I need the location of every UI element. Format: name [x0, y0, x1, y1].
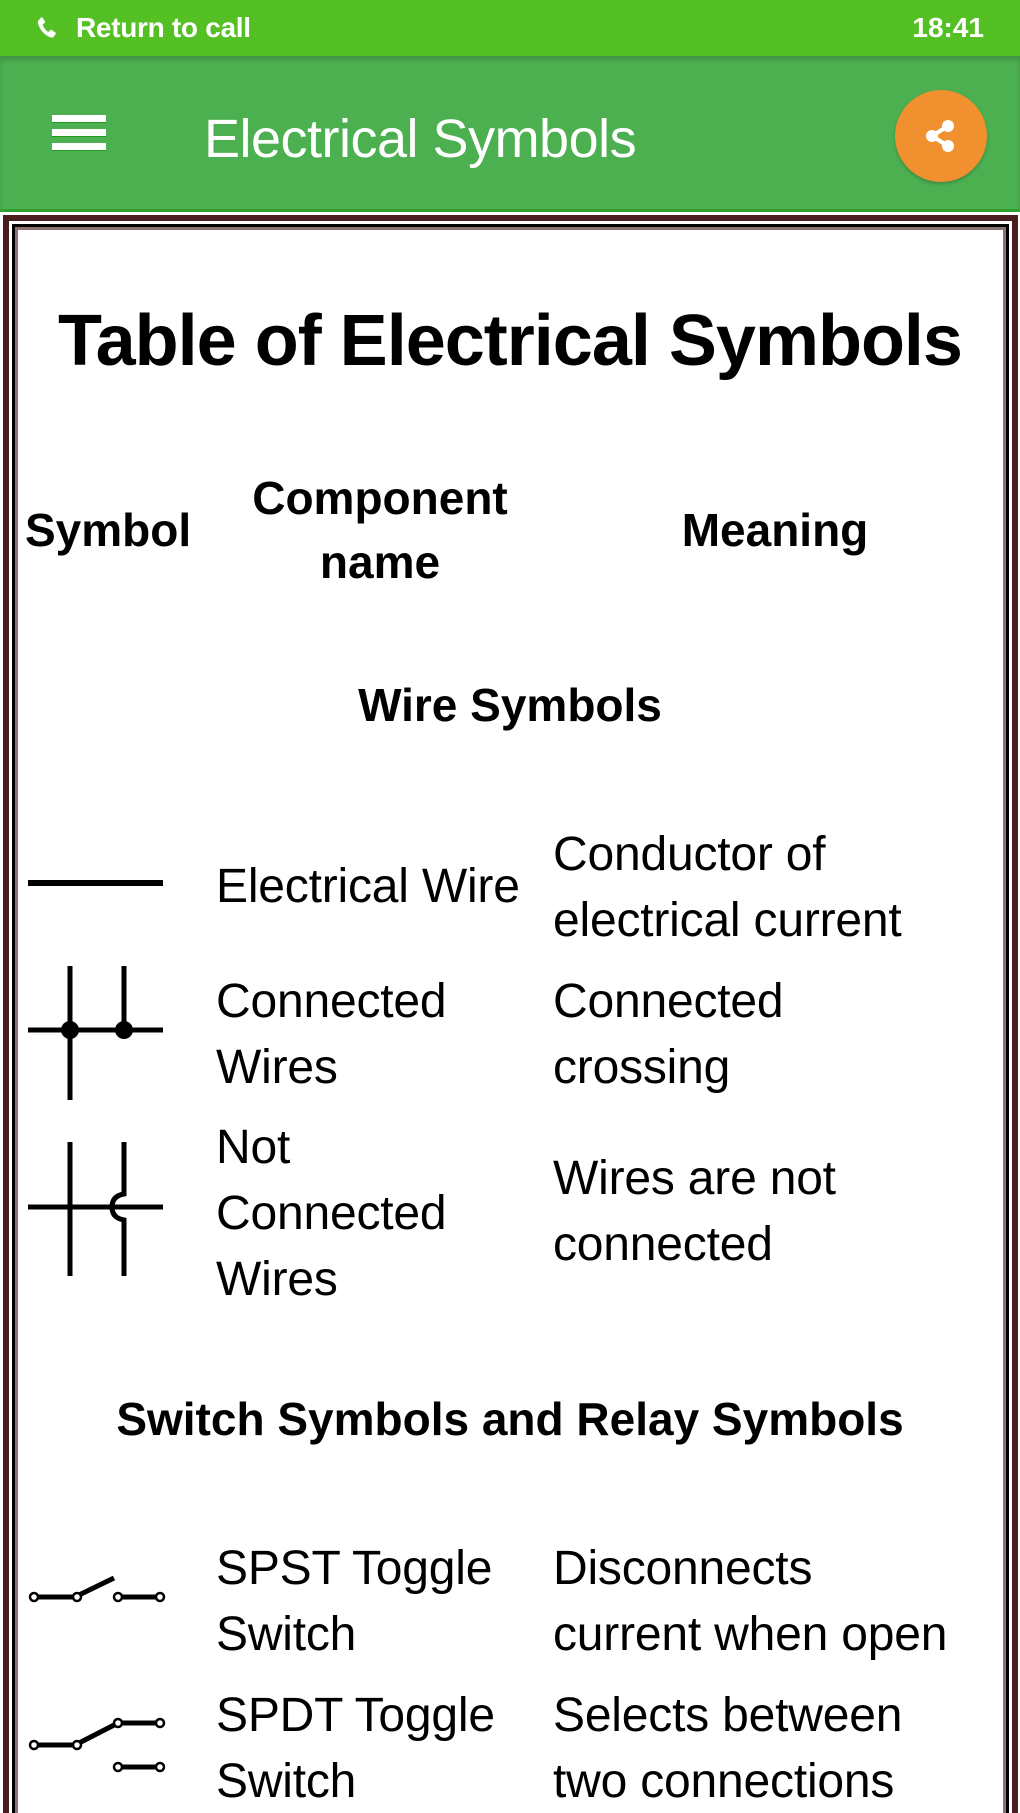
status-bar: Return to call 18:41 — [0, 0, 1020, 56]
column-header-component: Component name — [252, 472, 508, 588]
app-bar: Electrical Symbols — [0, 56, 1020, 212]
component-name: Electrical Wire — [216, 860, 520, 913]
connected-wires-symbol-icon — [28, 966, 163, 1100]
component-meaning: Selects between two connections — [553, 1689, 903, 1808]
return-to-call-link[interactable]: Return to call — [76, 12, 251, 43]
phone-icon[interactable] — [34, 14, 60, 42]
component-name: Connected Wires — [216, 975, 447, 1094]
menu-button[interactable] — [40, 100, 110, 166]
column-header-symbol: Symbol — [25, 504, 192, 556]
spst-toggle-switch-symbol-icon — [28, 1575, 166, 1603]
column-header-meaning: Meaning — [681, 504, 869, 556]
page-heading: Table of Electrical Symbols — [58, 301, 963, 381]
component-meaning: Wires are not connected — [553, 1152, 836, 1271]
share-button[interactable] — [895, 90, 987, 182]
component-name: SPST Toggle Switch — [216, 1542, 493, 1661]
component-meaning: Conductor of electrical current — [553, 828, 902, 947]
section-title-wire-symbols: Wire Symbols — [358, 679, 662, 731]
spdt-toggle-switch-symbol-icon — [28, 1717, 166, 1773]
electrical-wire-symbol-icon — [28, 880, 163, 886]
component-meaning: Disconnects current when open — [553, 1542, 948, 1661]
share-icon — [926, 120, 954, 152]
status-time: 18:41 — [912, 12, 984, 43]
component-name: Not Connected Wires — [216, 1121, 447, 1306]
content-frame — [3, 215, 1018, 1813]
component-meaning: Connected crossing — [553, 975, 784, 1094]
not-connected-wires-symbol-icon — [28, 1142, 163, 1276]
section-title-switch-relay-symbols: Switch Symbols and Relay Symbols — [116, 1393, 904, 1445]
component-name: SPDT Toggle Switch — [216, 1689, 495, 1808]
app-title: Electrical Symbols — [204, 109, 637, 169]
